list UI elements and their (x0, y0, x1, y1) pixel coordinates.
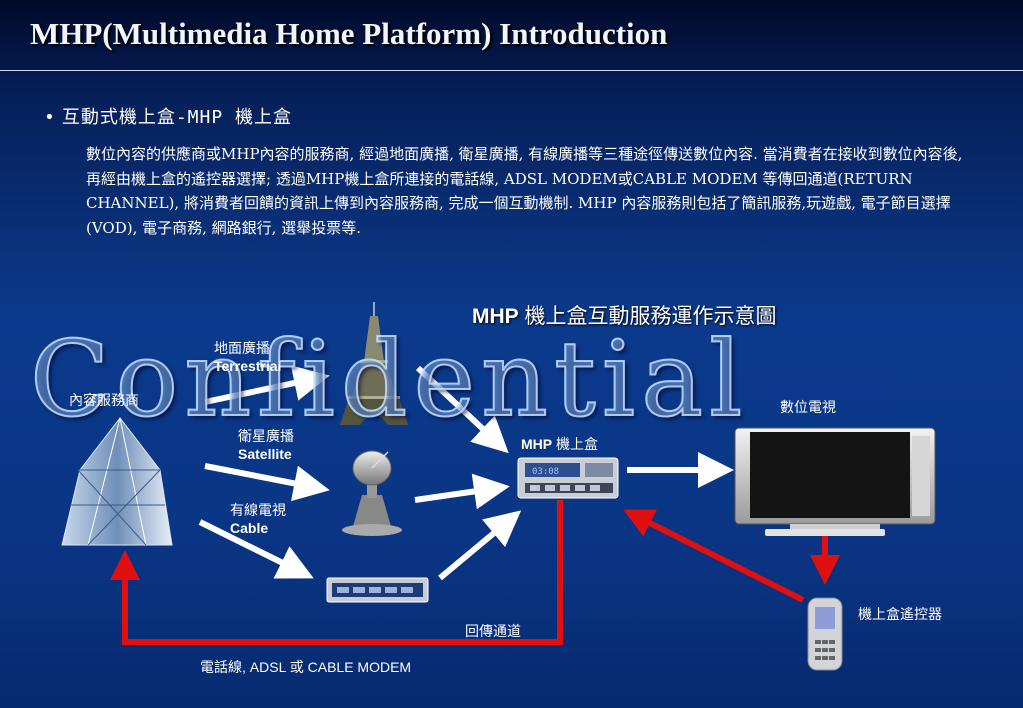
stb-label: MHP 機上盒 (521, 435, 598, 453)
provider-to-terrestrial-arrow (204, 365, 330, 405)
broadcast-arrows (198, 365, 734, 581)
connection-cable-modem: CABLE MODEM (303, 659, 412, 675)
terrestrial-label-en: Terrestrial (214, 358, 282, 374)
content-provider-building-icon (61, 417, 173, 546)
cable-label-zh: 有線電視 (230, 502, 286, 518)
terrestrial-tower-icon (340, 302, 408, 425)
cable-to-stb-arrow (438, 510, 522, 581)
diagram-title: MHP 機上盒互動服務運作示意圖 (472, 300, 777, 330)
terrestrial-label-zh: 地面廣播 (214, 340, 270, 356)
digital-tv-icon (734, 427, 936, 536)
slide-title: MHP(Multimedia Home Platform) Introducti… (30, 16, 668, 51)
stb-label-mhp: MHP (521, 436, 553, 452)
connection-types-label: 電話線, ADSL 或 CABLE MODEM (200, 657, 411, 677)
satellite-dish-icon (342, 450, 402, 536)
mhp-set-top-box-icon (517, 457, 619, 499)
provider-to-cable-arrow (198, 519, 314, 579)
diagram-title-mhp: MHP (472, 305, 519, 328)
return-channel-arrow (110, 500, 563, 645)
connection-phone-line: 電話線 (200, 659, 242, 675)
satellite-label: 衛星廣播 Satellite (238, 427, 294, 463)
return-channel-label: 回傳通道 (465, 623, 521, 639)
cable-label-en: Cable (230, 520, 269, 536)
digital-tv-label: 數位電視 (780, 399, 836, 415)
content-provider-label: 內容服務商 (69, 392, 139, 408)
bullet-dot: • (44, 107, 56, 128)
stb-label-text: 機上盒 (552, 436, 599, 452)
remote-phone-icon (807, 597, 843, 671)
title-divider (0, 70, 1023, 71)
cable-receiver-icon (326, 577, 429, 603)
body-paragraph: 數位內容的供應商或MHP內容的服務商, 經過地面廣播, 衛星廣播, 有線廣播等三… (86, 145, 963, 237)
provider-to-satellite-arrow (204, 463, 330, 502)
terrestrial-label: 地面廣播 Terrestrial (214, 339, 281, 375)
remote-label: 機上盒遙控器 (858, 606, 942, 622)
bullet-heading: •互動式機上盒-MHP 機上盒 (44, 103, 292, 129)
satellite-label-zh: 衛星廣播 (238, 428, 294, 444)
cable-label: 有線電視 Cable (230, 501, 286, 537)
stb-display-time: 03:08 (532, 467, 559, 477)
connection-adsl: , ADSL (242, 659, 290, 675)
connection-or: 或 (289, 659, 304, 675)
diagram-title-text: 機上盒互動服務運作示意圖 (518, 305, 777, 328)
bullet-text: 互動式機上盒-MHP 機上盒 (61, 107, 293, 128)
satellite-to-stb-arrow (414, 473, 510, 510)
satellite-label-en: Satellite (238, 446, 292, 462)
return-channel-arrows (110, 500, 840, 645)
terrestrial-to-stb-arrow (415, 365, 509, 454)
remote-to-stb-arrow (623, 509, 805, 603)
